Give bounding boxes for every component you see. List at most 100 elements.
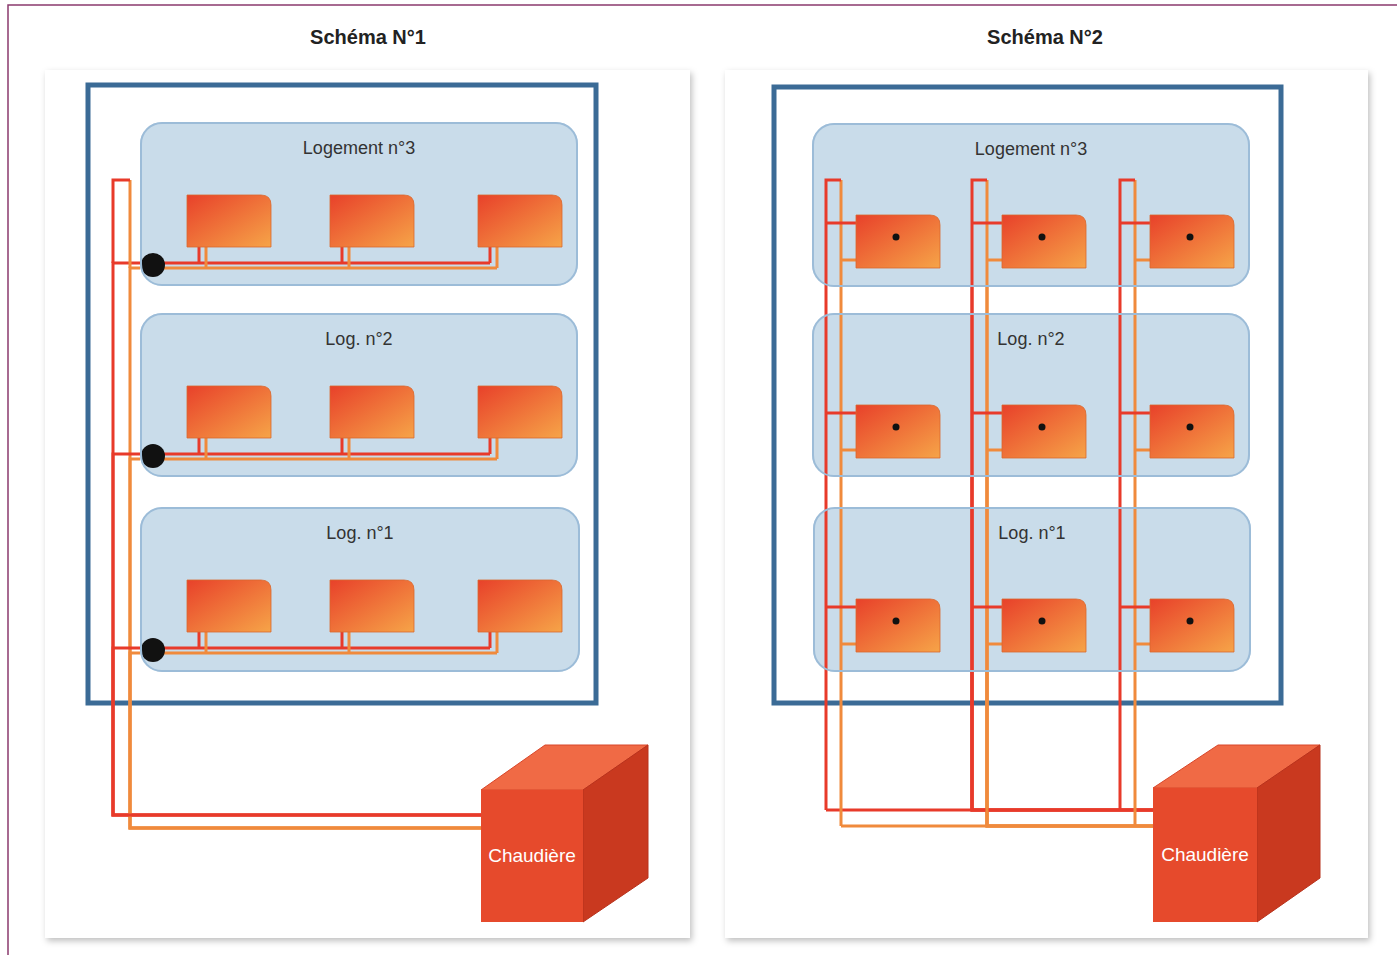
dwelling-box: Log. n°1 xyxy=(813,507,1251,672)
radiator xyxy=(187,580,271,632)
radiator xyxy=(856,599,940,652)
radiator-return xyxy=(1135,449,1150,452)
radiator xyxy=(1002,599,1086,652)
radiator-supply xyxy=(972,412,1002,415)
radiator-return xyxy=(841,643,856,646)
radiator-supply xyxy=(489,436,492,454)
supply-branch xyxy=(153,453,490,456)
radiator-return xyxy=(841,259,856,262)
return-riser xyxy=(840,180,843,826)
supply-branch xyxy=(153,647,490,650)
dwelling-box: Logement n°3 xyxy=(812,123,1250,287)
diagram-heading: Schéma N°2 xyxy=(895,26,1195,49)
supply-riser xyxy=(1120,180,1135,810)
supply-riser xyxy=(972,180,987,810)
radiator-valve xyxy=(1187,234,1194,241)
radiator-return xyxy=(348,436,351,459)
dwelling-box: Logement n°3 xyxy=(140,122,578,286)
return-pipe xyxy=(130,653,481,828)
radiator-return xyxy=(496,436,499,459)
dwelling-box: Log. n°2 xyxy=(140,313,578,477)
radiator xyxy=(330,195,414,247)
radiator-supply xyxy=(1120,412,1150,415)
dwelling-label: Log. n°2 xyxy=(142,315,576,350)
radiator xyxy=(478,386,562,438)
return-pipe xyxy=(987,287,1153,826)
radiator xyxy=(856,405,940,458)
panel xyxy=(45,70,690,938)
return-pipe xyxy=(987,672,1153,826)
pipe-connector xyxy=(113,648,481,828)
dwelling-box: Log. n°1 xyxy=(140,507,580,672)
radiator-valve xyxy=(1187,618,1194,625)
heat-meter xyxy=(141,253,165,277)
outer-frame xyxy=(8,5,1397,955)
boiler-label: Chaudière xyxy=(1161,844,1249,866)
building-outline xyxy=(88,85,596,703)
radiator-return xyxy=(348,245,351,268)
radiator-return xyxy=(348,630,351,653)
return-main xyxy=(841,825,1153,828)
supply-pipe xyxy=(113,648,481,815)
room-fill xyxy=(140,122,578,286)
room-fill xyxy=(813,507,1251,672)
radiator-return xyxy=(987,449,1002,452)
radiator xyxy=(187,195,271,247)
dwelling-box: Log. n°2 xyxy=(812,313,1250,477)
radiator-supply xyxy=(341,245,344,263)
radiator-supply xyxy=(1120,606,1150,609)
radiator-supply xyxy=(972,606,1002,609)
radiator xyxy=(1002,405,1086,458)
supply-riser xyxy=(826,180,841,810)
radiator-return xyxy=(205,245,208,268)
supply-branch xyxy=(153,262,490,265)
radiator-valve xyxy=(893,618,900,625)
supply-pipe xyxy=(972,287,1153,810)
radiator-valve xyxy=(1039,424,1046,431)
radiator xyxy=(856,215,940,268)
boiler-box: Chaudière xyxy=(1153,788,1257,922)
room-fill xyxy=(812,313,1250,477)
supply-pipe xyxy=(113,263,481,815)
dwelling-label: Logement n°3 xyxy=(814,125,1248,160)
radiator-valve xyxy=(1039,618,1046,625)
room-fill xyxy=(140,507,580,672)
return-riser xyxy=(129,180,132,268)
pipe-connector xyxy=(113,454,481,828)
radiator-supply xyxy=(198,245,201,263)
radiator xyxy=(478,580,562,632)
radiator-supply xyxy=(341,436,344,454)
diagram-heading: Schéma N°1 xyxy=(218,26,518,49)
dwelling-label: Log. n°2 xyxy=(814,315,1248,350)
radiator-supply xyxy=(1120,222,1150,225)
heat-meter xyxy=(141,444,165,468)
radiator-supply xyxy=(341,630,344,648)
radiator-return xyxy=(987,259,1002,262)
supply-main xyxy=(826,809,1153,812)
panel xyxy=(725,70,1368,938)
radiator-supply xyxy=(198,630,201,648)
dwelling-label: Log. n°1 xyxy=(815,509,1249,544)
radiator-valve xyxy=(1187,424,1194,431)
radiator xyxy=(478,195,562,247)
boiler-side xyxy=(583,745,648,922)
pipe-connector xyxy=(972,287,1153,826)
radiator xyxy=(330,580,414,632)
supply-riser xyxy=(113,180,130,263)
radiator-return xyxy=(1135,259,1150,262)
radiator xyxy=(1150,405,1234,458)
radiator xyxy=(1150,599,1234,652)
return-pipe xyxy=(130,459,481,828)
pipe-connector xyxy=(972,672,1153,826)
radiator xyxy=(1002,215,1086,268)
radiator-return xyxy=(205,436,208,459)
boiler-box: Chaudière xyxy=(481,790,583,922)
return-pipe xyxy=(130,268,481,828)
radiator-return xyxy=(496,245,499,268)
return-riser xyxy=(986,180,989,826)
radiator-return xyxy=(841,449,856,452)
supply-pipe xyxy=(972,672,1153,810)
radiator-supply xyxy=(826,606,856,609)
radiator-supply xyxy=(489,245,492,263)
boiler-label: Chaudière xyxy=(488,845,576,867)
